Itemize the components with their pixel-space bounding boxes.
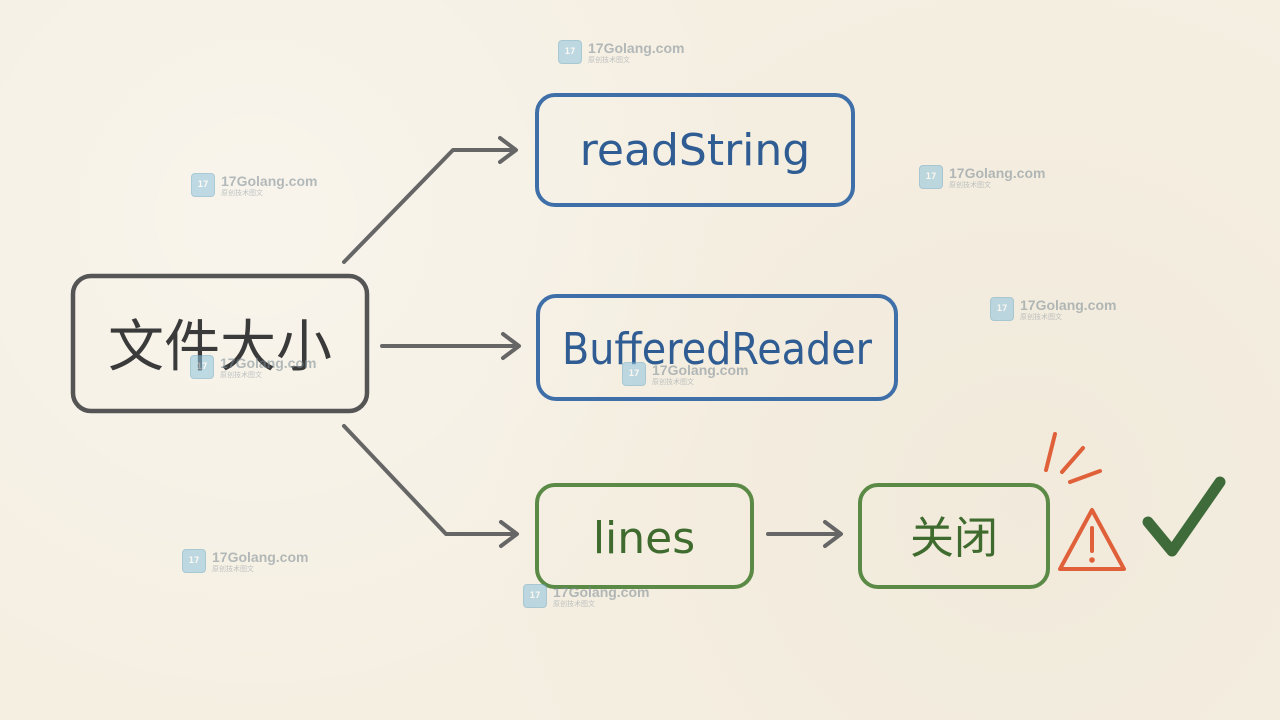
checkmark-icon [1142, 476, 1226, 557]
arrow-head-lines [499, 520, 519, 548]
bufferedreader-node: BufferedReader [536, 294, 898, 401]
arrow-head-readstring [498, 136, 518, 164]
source-node-label: 文件大小 [108, 315, 332, 380]
arrow-to-lines [342, 424, 518, 536]
warning-icon [1058, 508, 1126, 571]
readstring-node: readString [535, 93, 855, 207]
bufferedreader-node-label: BufferedReader [562, 324, 873, 375]
source-node: 文件大小 [70, 273, 370, 414]
arrow-to-readstring [342, 148, 517, 264]
burst-lines-icon [1044, 432, 1102, 484]
lines-node: lines [535, 483, 754, 589]
close-node: 关闭 [858, 483, 1050, 589]
lines-node-label: lines [593, 513, 695, 564]
readstring-node-label: readString [580, 125, 810, 176]
arrow-head-close [823, 520, 843, 548]
close-node-label: 关闭 [910, 513, 998, 564]
arrow-head-bufferedreader [501, 332, 521, 360]
